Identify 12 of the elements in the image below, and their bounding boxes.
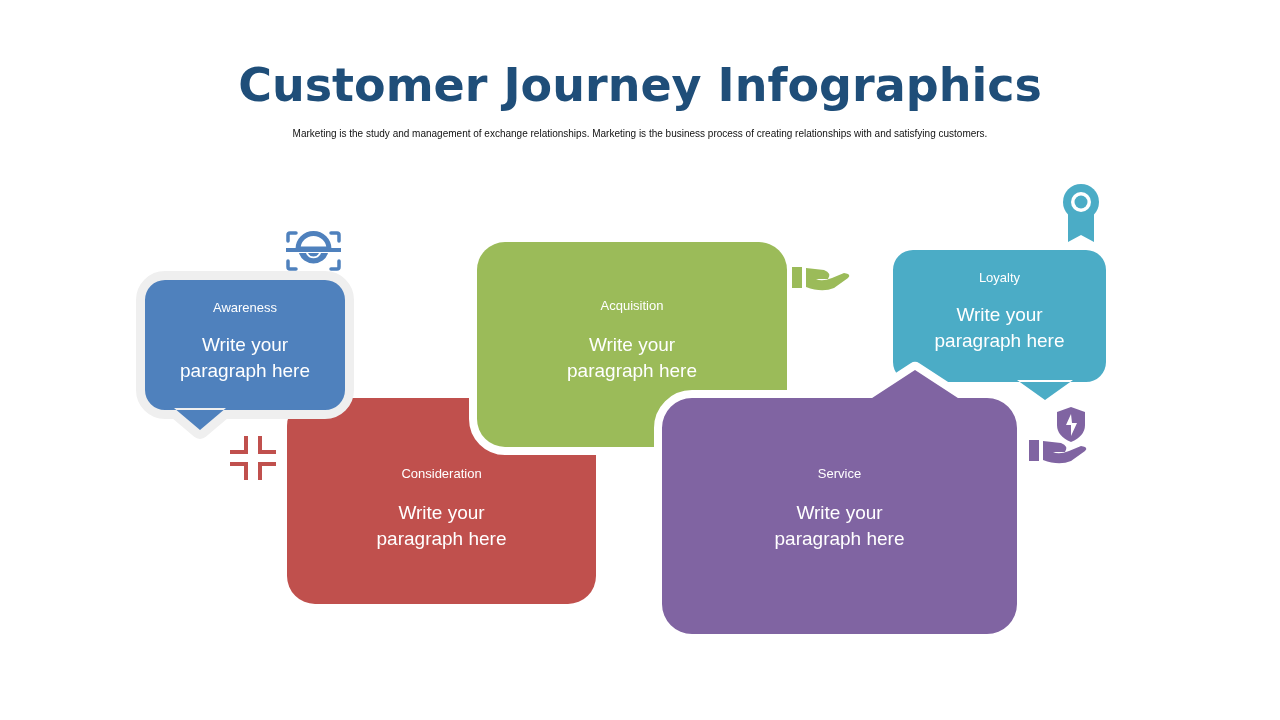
card-text: Write your paragraph here bbox=[566, 333, 698, 383]
card-text: Write your paragraph here bbox=[933, 303, 1066, 353]
card-heading: Consideration bbox=[401, 466, 482, 481]
card-text: Write your paragraph here bbox=[375, 501, 508, 551]
title: Customer Journey Infographics bbox=[237, 58, 1043, 112]
card-heading: Service bbox=[817, 466, 862, 481]
subtitle: Marketing is the study and management of exchange relationships. Marketing is the business process of creating relationships with and satisfying customers. bbox=[291, 128, 989, 139]
card-heading: Loyalty bbox=[978, 270, 1021, 285]
card-heading: Awareness bbox=[212, 300, 278, 315]
card-text: Write your paragraph here bbox=[179, 333, 311, 383]
card-text: Write your paragraph here bbox=[773, 501, 906, 551]
card-heading: Acquisition bbox=[600, 298, 664, 313]
